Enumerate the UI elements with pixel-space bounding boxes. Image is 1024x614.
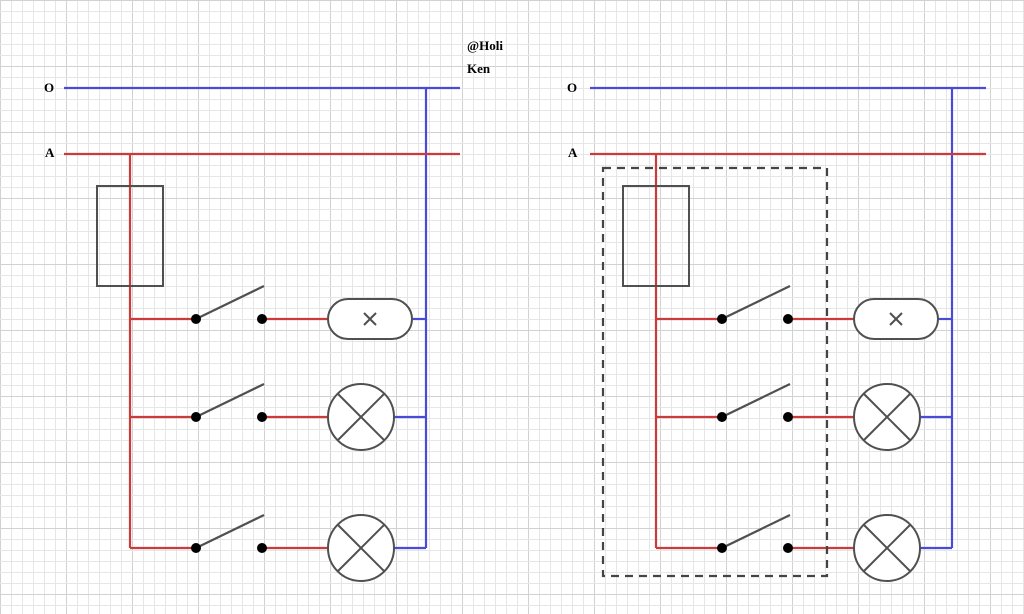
switch-lever [195, 383, 265, 418]
switch-lever [721, 514, 791, 549]
switch-lever [195, 514, 265, 549]
switch-node [717, 543, 727, 553]
switch-lever [195, 285, 265, 320]
left-line-a-label: A [45, 145, 55, 160]
right-circuit-diagram [590, 86, 986, 582]
right-line-o-label: O [567, 80, 578, 95]
switch-node [717, 314, 727, 324]
switch-lever [721, 383, 791, 418]
left-line-o-label: O [44, 80, 55, 95]
switch-node [717, 412, 727, 422]
indicator-lamp-cross [889, 312, 903, 326]
switch-node [191, 314, 201, 324]
switch-node [783, 412, 793, 422]
switch-node [191, 543, 201, 553]
switch-node [257, 543, 267, 553]
lamp-cross [337, 393, 385, 441]
fuse [96, 185, 164, 287]
watermark: @Holi Ken [467, 34, 537, 80]
lamp-cross [863, 393, 911, 441]
switch-node [783, 543, 793, 553]
switch-node [191, 412, 201, 422]
switch-lever [721, 285, 791, 320]
indicator-lamp-cross [363, 312, 377, 326]
lamp-cross [337, 524, 385, 572]
fuse [622, 185, 690, 287]
switch-node [783, 314, 793, 324]
watermark-line-1: @Holi [467, 38, 503, 53]
watermark-line-2: Ken [467, 61, 491, 76]
left-circuit-diagram [64, 86, 460, 582]
right-line-a-label: A [568, 145, 578, 160]
switch-node [257, 412, 267, 422]
distribution-box-outline [601, 166, 829, 578]
lamp-cross [863, 524, 911, 572]
switch-node [257, 314, 267, 324]
